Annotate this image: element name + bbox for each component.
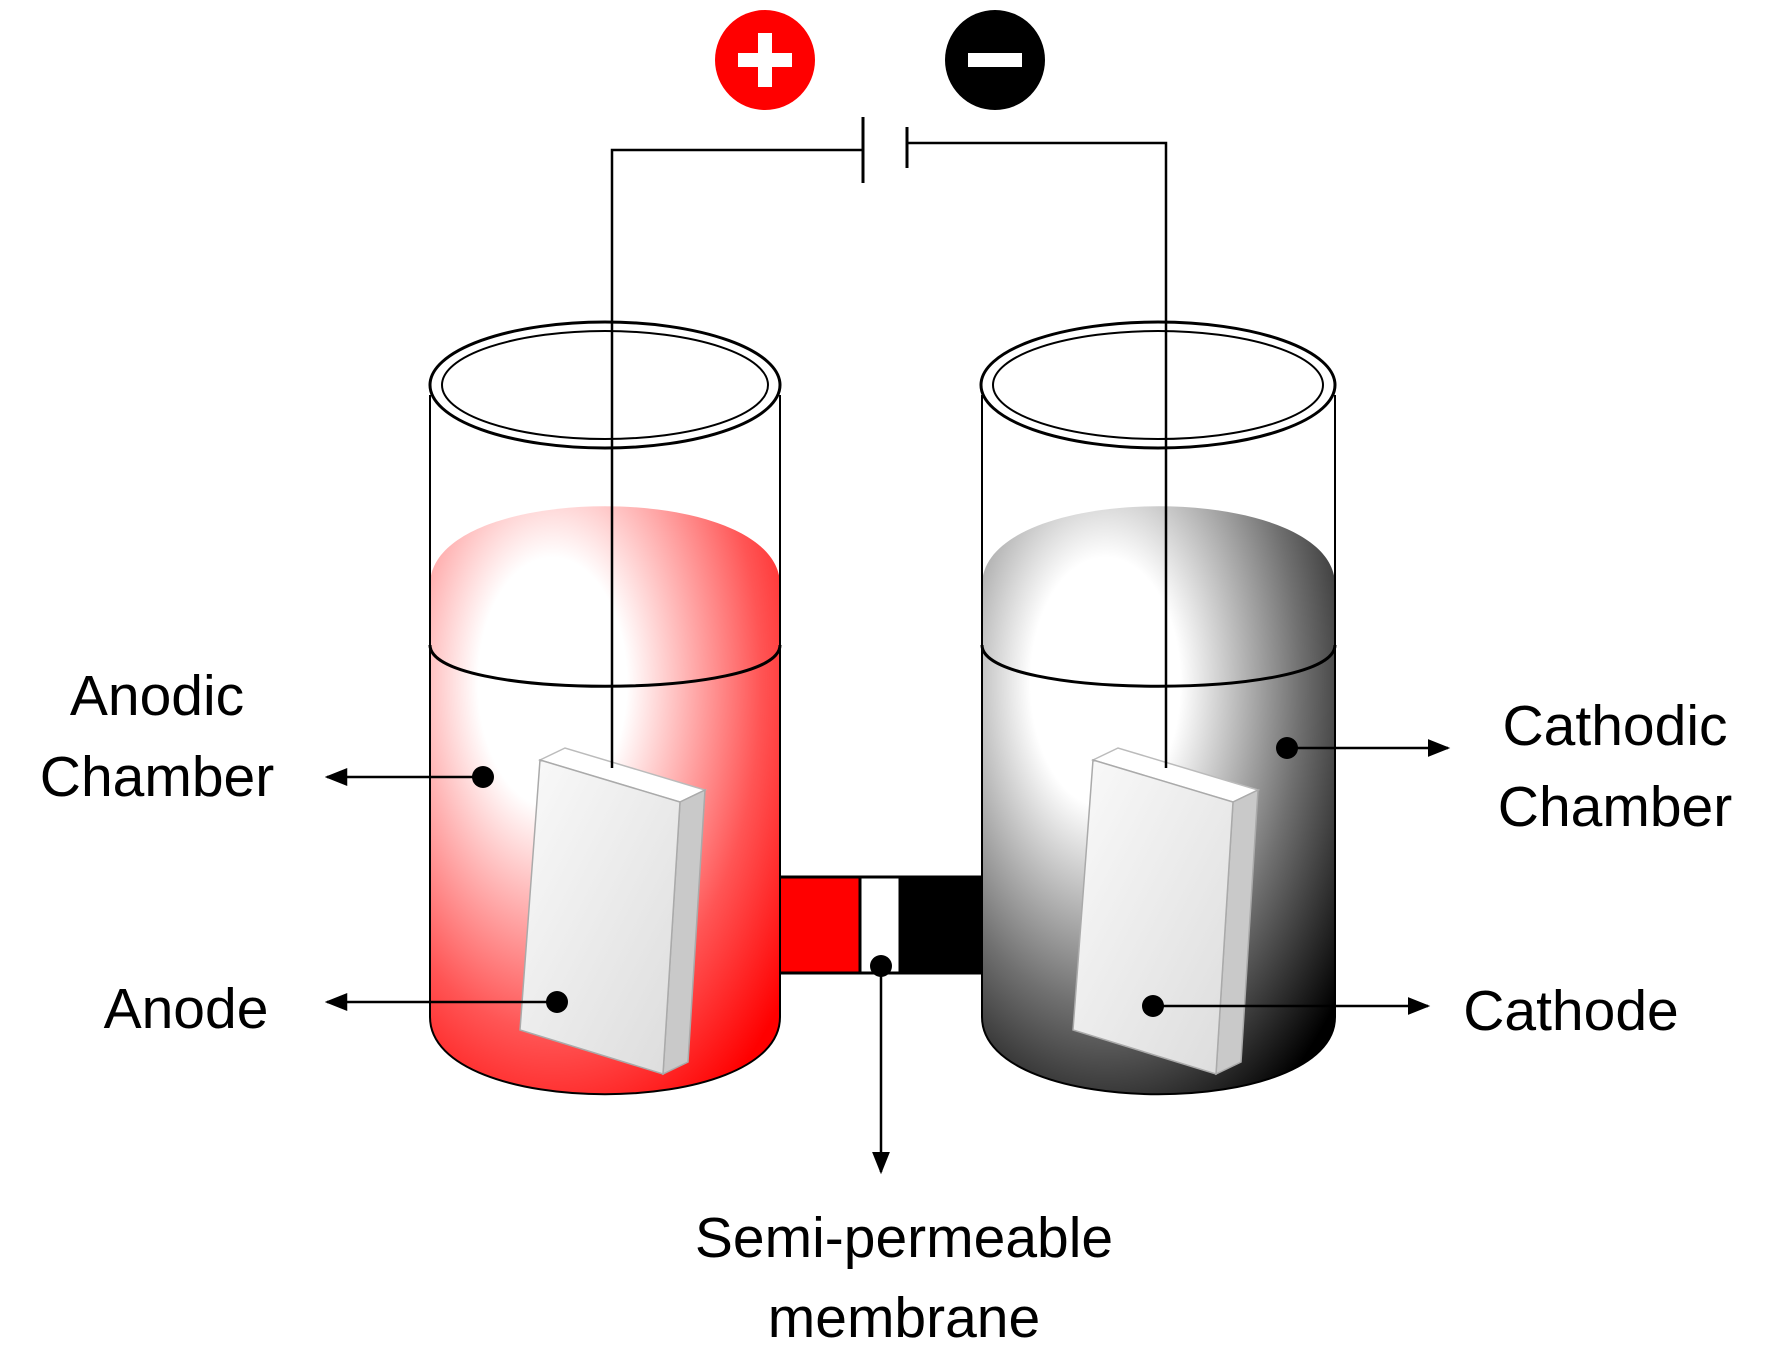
anodic-chamber-label-line2: Chamber: [40, 745, 274, 809]
anode-electrode: [519, 747, 708, 1076]
pointers: [324, 737, 1451, 1175]
anodic-chamber-label-line1: Anodic: [70, 664, 244, 728]
cathode-electrode: [1072, 747, 1261, 1076]
cathodic-chamber-label-line1: Cathodic: [1503, 694, 1728, 758]
minus-circle-icon: [945, 10, 1045, 110]
anode-label: Anode: [104, 977, 269, 1041]
membrane-label-line1: Semi-permeable: [695, 1206, 1113, 1270]
cathodic-chamber-label-line2: Chamber: [1498, 775, 1732, 839]
cathode-label: Cathode: [1463, 979, 1679, 1043]
membrane-label-line2: membrane: [768, 1286, 1040, 1350]
external-circuit: [610, 117, 1168, 768]
plus-circle-icon: [715, 10, 815, 110]
